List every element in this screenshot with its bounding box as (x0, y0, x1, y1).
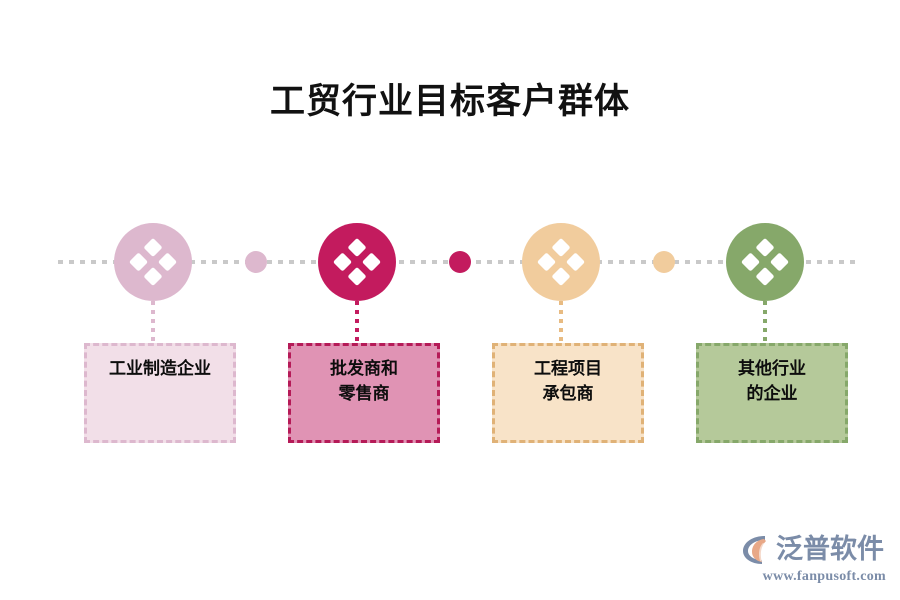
four-diamond-cluster-icon (741, 238, 789, 286)
timeline-node-1[interactable] (114, 223, 192, 301)
timeline-mini-dot-2 (449, 251, 471, 273)
fanpusoft-logo-icon (743, 536, 767, 564)
page-title: 工贸行业目标客户群体 (269, 82, 630, 122)
label-box-text: 工业制造企业 (109, 359, 211, 379)
label-box-1[interactable]: 工业制造企业 (84, 343, 236, 443)
timeline-node-2[interactable] (318, 223, 396, 301)
timeline-mini-dot-1 (245, 251, 267, 273)
label-box-text: 工程项目 承包商 (534, 359, 602, 404)
timeline-node-3[interactable] (522, 223, 600, 301)
label-box-3[interactable]: 工程项目 承包商 (492, 343, 644, 443)
timeline-stem-1 (151, 301, 155, 343)
watermark-brand: 泛普软件 (776, 534, 884, 565)
four-diamond-cluster-icon (129, 238, 177, 286)
timeline-stem-3 (559, 301, 563, 343)
label-box-text: 其他行业 的企业 (738, 359, 806, 404)
label-box-text: 批发商和 零售商 (330, 359, 398, 404)
timeline-mini-dot-3 (653, 251, 675, 273)
label-box-2[interactable]: 批发商和 零售商 (288, 343, 440, 443)
four-diamond-cluster-icon (333, 238, 381, 286)
four-diamond-cluster-icon (537, 238, 585, 286)
watermark-logo-row: 泛普软件 (740, 532, 886, 568)
label-box-4[interactable]: 其他行业 的企业 (696, 343, 848, 443)
timeline-stem-4 (763, 301, 767, 343)
watermark-url: www.fanpusoft.com (762, 569, 886, 584)
timeline-node-4[interactable] (726, 223, 804, 301)
watermark-logo: 泛普软件 www.fanpusoft.com (740, 532, 886, 590)
timeline-stem-2 (355, 301, 359, 343)
